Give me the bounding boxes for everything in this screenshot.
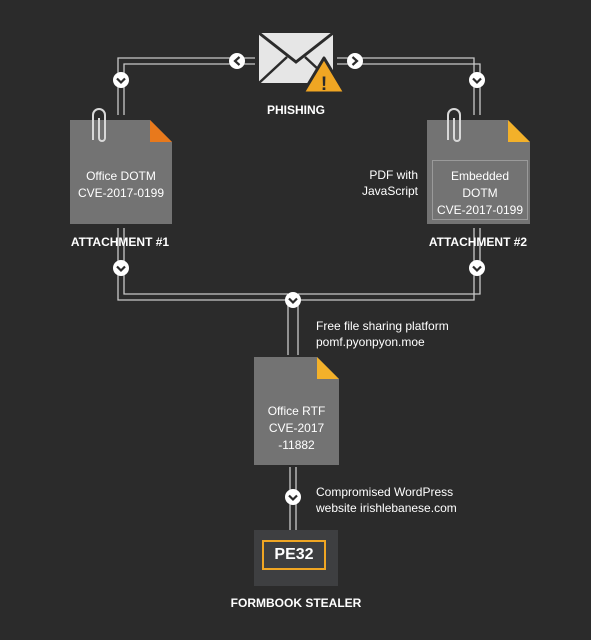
chevron-down-icon bbox=[113, 72, 129, 88]
chevron-down-icon bbox=[469, 72, 485, 88]
paperclip-icon bbox=[92, 108, 106, 142]
warning-icon: ! bbox=[301, 56, 347, 95]
attachment-1-line2: CVE-2017-0199 bbox=[77, 186, 165, 200]
embedded-dotm-box bbox=[432, 160, 528, 220]
rtf-line1: Office RTF bbox=[267, 404, 326, 418]
rtf-line2: CVE-2017 bbox=[268, 421, 325, 435]
rtf-line3: -11882 bbox=[278, 438, 315, 452]
wordpress-line2: website irishlebanese.com bbox=[316, 501, 457, 515]
chevron-down-icon bbox=[113, 260, 129, 276]
phishing-label: PHISHING bbox=[266, 103, 325, 117]
attachment-2-label: ATTACHMENT #2 bbox=[428, 235, 528, 249]
file-sharing-line2: pomf.pyonpyon.moe bbox=[316, 335, 425, 349]
file-sharing-line1: Free file sharing platform bbox=[316, 319, 449, 333]
attachment-1-line1: Office DOTM bbox=[86, 169, 156, 183]
wordpress-line1: Compromised WordPress bbox=[316, 485, 454, 499]
attachment-2-document bbox=[427, 120, 530, 224]
chevron-down-icon bbox=[469, 260, 485, 276]
attachment-2-line3: CVE-2017-0199 bbox=[436, 203, 524, 217]
pdf-note-line1: PDF with bbox=[369, 168, 418, 182]
arrow-right-icon bbox=[347, 53, 363, 69]
attachment-2-line1: Embedded bbox=[450, 169, 510, 183]
chevron-down-icon bbox=[285, 489, 301, 505]
attachment-1-text: Office DOTM CVE-2017-0199 bbox=[70, 168, 172, 202]
paperclip-icon bbox=[447, 108, 461, 142]
attachment-2-line2: DOTM bbox=[462, 186, 498, 200]
arrow-left-icon bbox=[229, 53, 245, 69]
warning-glyph: ! bbox=[321, 74, 327, 95]
chevron-down-icon bbox=[285, 292, 301, 308]
attachment-1-label: ATTACHMENT #1 bbox=[70, 235, 170, 249]
rtf-document bbox=[254, 357, 339, 465]
pdf-note-line2: JavaScript bbox=[361, 184, 418, 198]
pe32-box: PE32 bbox=[254, 530, 338, 586]
file-sharing-note: Free file sharing platform pomf.pyonpyon… bbox=[316, 318, 449, 350]
formbook-stealer-label: FORMBOOK STEALER bbox=[230, 596, 362, 610]
rtf-text: Office RTF CVE-2017 -11882 bbox=[254, 403, 339, 454]
attachment-2-text: Embedded DOTM CVE-2017-0199 bbox=[430, 168, 530, 219]
attachment-1-document bbox=[70, 120, 172, 224]
pdf-note: PDF with JavaScript bbox=[360, 167, 418, 199]
wordpress-note: Compromised WordPress website irishleban… bbox=[316, 484, 457, 516]
pe32-label: PE32 bbox=[262, 540, 326, 570]
